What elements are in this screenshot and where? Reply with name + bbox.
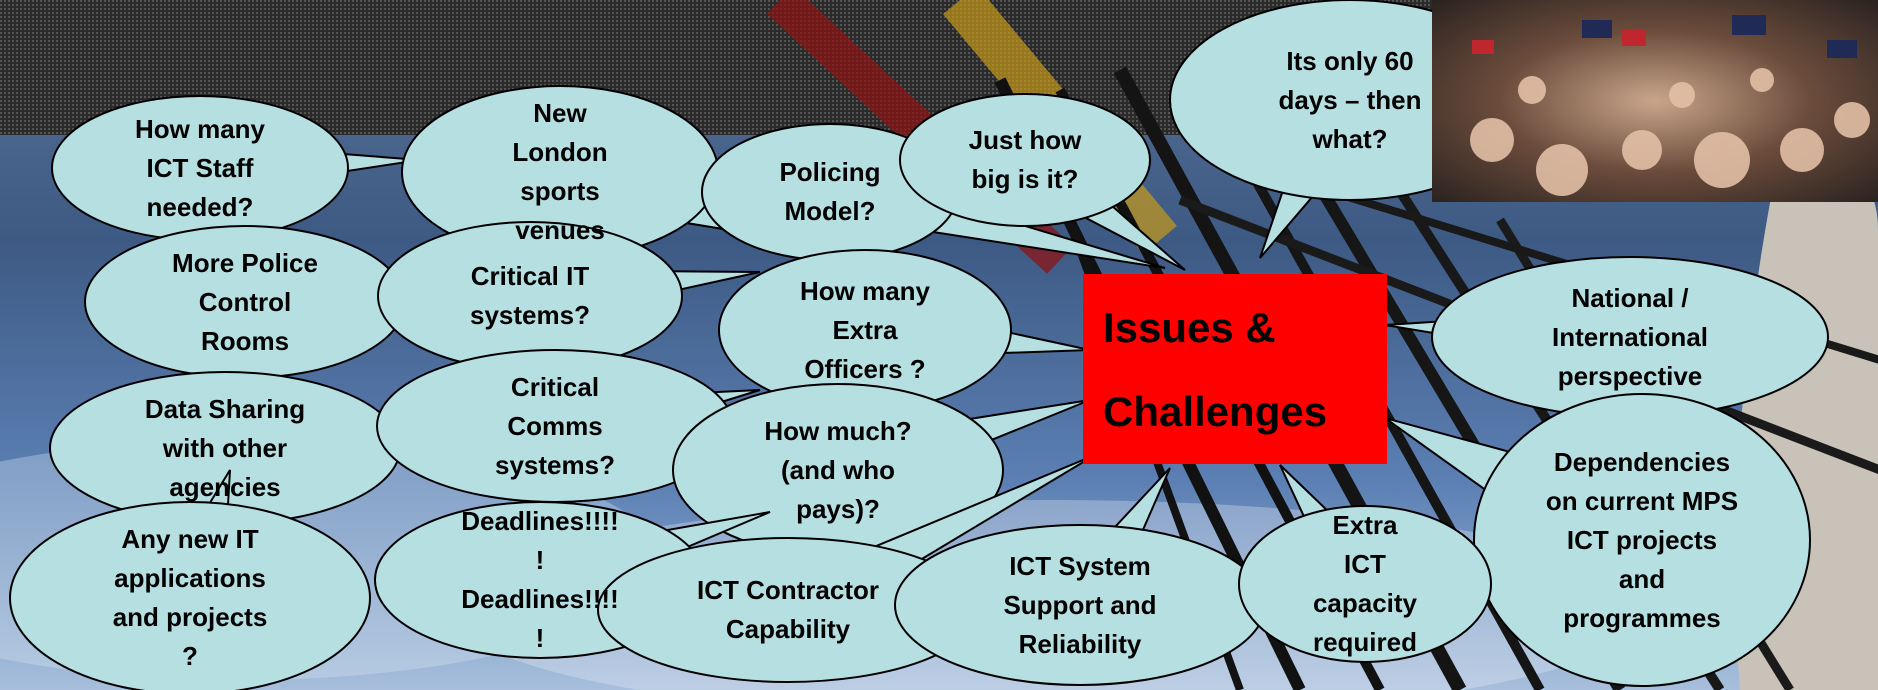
bubble-national bbox=[1384, 256, 1829, 418]
bubble-how-much bbox=[672, 383, 1091, 557]
bubble-contractor bbox=[597, 454, 1096, 683]
bubble-label-contractor: ICT Contractor Capability bbox=[697, 575, 879, 644]
speech-bubbles bbox=[9, 0, 1829, 690]
bubble-control-rooms bbox=[84, 225, 431, 379]
bubble-label-new-venues: New London sports venues bbox=[512, 98, 608, 245]
bubble-label-how-much: How much? (and who pays)? bbox=[764, 415, 912, 524]
bubble-label-how-big: Just how big is it? bbox=[968, 125, 1082, 194]
bubble-label-control-rooms: More Police Control Rooms bbox=[172, 247, 318, 356]
center-title-line1: Issues & bbox=[1103, 304, 1276, 351]
bubble-label-dependencies: Dependencies on current MPS ICT projects… bbox=[1545, 446, 1739, 633]
crowd-photo bbox=[1432, 0, 1878, 202]
bubble-support bbox=[894, 467, 1266, 686]
bubble-label-critical-it: Critical IT systems? bbox=[470, 261, 590, 330]
bubble-extra-officers bbox=[718, 249, 1091, 411]
bubble-label-extra-capacity: Extra ICT capacity required bbox=[1312, 510, 1418, 657]
bubble-label-extra-officers: How many Extra Officers ? bbox=[799, 275, 931, 384]
bubble-label-ict-staff: How many ICT Staff needed? bbox=[134, 113, 266, 222]
bubble-dependencies bbox=[1384, 393, 1811, 687]
center-box: Issues & Challenges bbox=[1083, 274, 1387, 464]
bubble-label-deadlines: Deadlines!!!! ! Deadlines!!!! ! bbox=[461, 506, 619, 653]
bubble-new-venues bbox=[401, 85, 791, 259]
bubble-label-policing-model: Policing Model? bbox=[779, 157, 881, 226]
bubble-data-sharing bbox=[49, 371, 401, 525]
bubble-policing-model bbox=[701, 123, 1166, 269]
center-title-line2: Challenges bbox=[1103, 388, 1328, 435]
bubble-label-new-it: Any new IT applications and projects ? bbox=[112, 524, 268, 671]
bubble-label-sixty-days: Its only 60 days – then what? bbox=[1278, 45, 1422, 154]
bubble-label-national: National / International perspective bbox=[1551, 282, 1708, 391]
bubble-critical-comms bbox=[376, 349, 761, 503]
bubble-label-data-sharing: Data Sharing with other agencies bbox=[144, 393, 306, 502]
bubble-how-big bbox=[899, 93, 1186, 271]
bubble-critical-it bbox=[377, 221, 761, 371]
bubble-ict-staff bbox=[51, 95, 421, 241]
bubble-label-support: ICT System Support and Reliability bbox=[1003, 550, 1157, 659]
bubble-extra-capacity bbox=[1238, 464, 1492, 663]
bubble-label-critical-comms: Critical Comms systems? bbox=[495, 371, 615, 480]
bubble-new-it bbox=[9, 469, 371, 690]
